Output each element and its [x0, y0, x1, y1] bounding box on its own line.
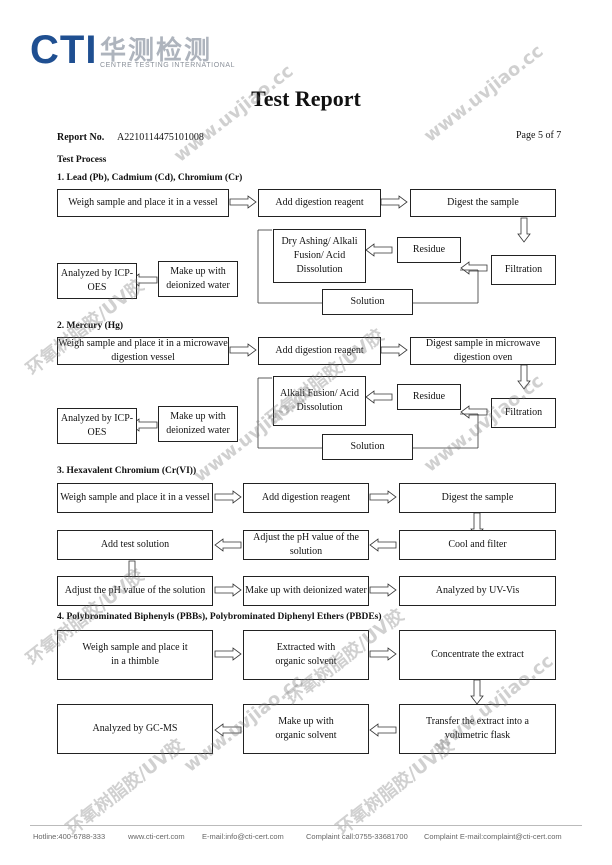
s1-digest-box: Digest the sample [410, 189, 556, 217]
logo-english-name: CENTRE TESTING INTERNATIONAL [100, 62, 236, 69]
footer-email[interactable]: E-mail:info@cti-cert.com [202, 832, 284, 841]
s2-weigh-box: Weigh sample and place it in a microwave… [57, 337, 229, 365]
s2-analyzed-box: Analyzed by ICP-OES [57, 408, 137, 444]
s2-alkali-box: Alkali Fusion/ Acid Dissolution [273, 376, 366, 426]
s2-makeup-box: Make up with deionized water [158, 406, 238, 442]
s3-weigh-box: Weigh sample and place it in a vessel [57, 483, 213, 513]
footer-divider [30, 825, 582, 826]
s4-transfer-box: Transfer the extract into a volumetric f… [399, 704, 556, 754]
report-no-label: Report No. [57, 132, 105, 143]
s1-add-reagent-box: Add digestion reagent [258, 189, 381, 217]
s4-concentrate-box: Concentrate the extract [399, 630, 556, 680]
s2-solution-box: Solution [322, 434, 413, 460]
s2-filtration-box: Filtration [491, 398, 556, 428]
s3-makeup-box: Make up with deionized water [243, 576, 369, 606]
s4-weigh-box: Weigh sample and place it in a thimble [57, 630, 213, 680]
page-title: Test Report [251, 86, 361, 111]
logo-chinese-name: 华测检测 [100, 36, 213, 66]
test-process-label: Test Process [57, 155, 107, 165]
s1-makeup-box: Make up with deionized water [158, 261, 238, 297]
s1-residue-box: Residue [397, 237, 461, 263]
report-no-value: A2210114475101008 [117, 132, 204, 143]
footer-hotline: Hotline:400-6788-333 [33, 832, 106, 841]
s3-cool-filter-box: Cool and filter [399, 530, 556, 560]
s2-residue-box: Residue [397, 384, 461, 410]
s3-add-test-box: Add test solution [57, 530, 213, 560]
s3-digest-box: Digest the sample [399, 483, 556, 513]
s3-add-reagent-box: Add digestion reagent [243, 483, 369, 513]
page-number: Page 5 of 7 [516, 130, 562, 141]
s4-extract-box: Extracted with organic solvent [243, 630, 369, 680]
s1-filtration-box: Filtration [491, 255, 556, 285]
s2-digest-box: Digest sample in microwave digestion ove… [410, 337, 556, 365]
s4-makeup-box: Make up with organic solvent [243, 704, 369, 754]
s1-solution-box: Solution [322, 289, 413, 315]
s3-adjust-ph-box: Adjust the pH value of the solution [243, 530, 369, 560]
s1-weigh-box: Weigh sample and place it in a vessel [57, 189, 229, 217]
footer-complaint-email[interactable]: Complaint E-mail:complaint@cti-cert.com [424, 832, 562, 841]
section-3-heading: 3. Hexavalent Chromium (Cr(VI)) [57, 466, 197, 476]
s1-dry-ashing-box: Dry Ashing/ Alkali Fusion/ Acid Dissolut… [273, 229, 366, 283]
section-1-heading: 1. Lead (Pb), Cadmium (Cd), Chromium (Cr… [57, 173, 243, 183]
s2-add-reagent-box: Add digestion reagent [258, 337, 381, 365]
s3-analyzed-box: Analyzed by UV-Vis [399, 576, 556, 606]
footer-website[interactable]: www.cti-cert.com [128, 832, 185, 841]
section-2-heading: 2. Mercury (Hg) [57, 321, 124, 331]
s1-analyzed-box: Analyzed by ICP-OES [57, 263, 137, 299]
footer-complaint-call: Complaint call:0755-33681700 [306, 832, 408, 841]
s4-analyzed-box: Analyzed by GC-MS [57, 704, 213, 754]
s3-adjust-ph-2-box: Adjust the pH value of the solution [57, 576, 213, 606]
cti-logo: CTI [30, 28, 98, 72]
section-4-heading: 4. Polybrominated Biphenyls (PBBs), Poly… [57, 612, 382, 622]
